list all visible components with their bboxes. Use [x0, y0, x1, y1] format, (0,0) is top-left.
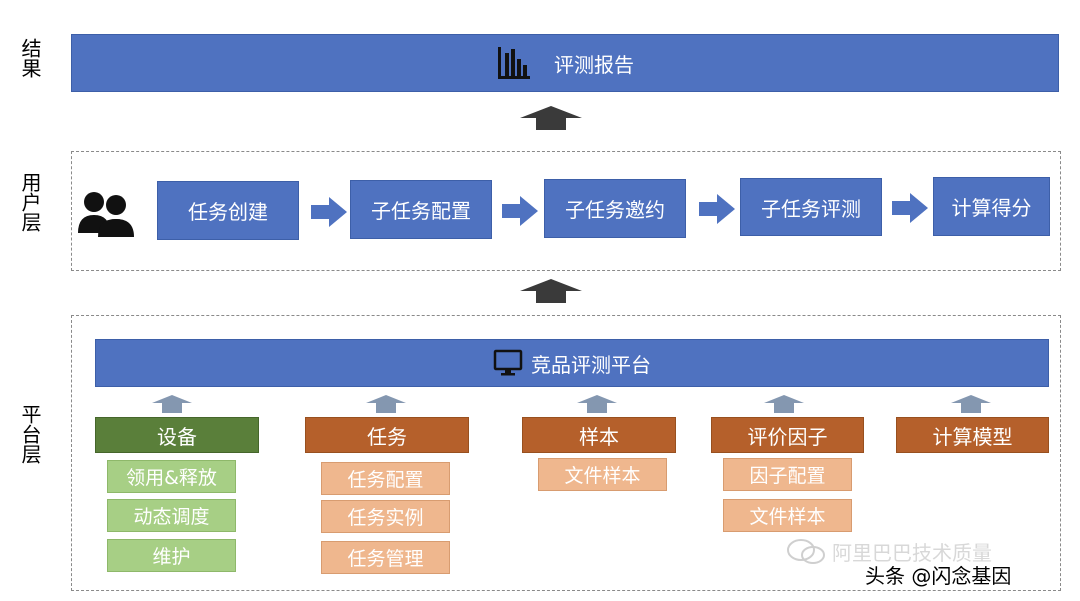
result-report-bar: 评测报告	[71, 34, 1059, 92]
layer-label-user: 用户层	[18, 172, 42, 232]
watermark: 阿里巴巴技术质量	[786, 537, 992, 566]
step-subtask-evaluate: 子任务评测	[740, 178, 882, 236]
device-item-maintenance: 维护	[107, 539, 236, 572]
layer-label-result: 结果	[18, 38, 42, 78]
category-compute-model: 计算模型	[896, 417, 1049, 453]
factor-item-config: 因子配置	[723, 458, 852, 491]
right-arrow-icon	[311, 197, 347, 227]
users-icon	[76, 191, 136, 241]
step-subtask-invite: 子任务邀约	[544, 179, 686, 238]
up-arrow-icon	[366, 395, 406, 413]
up-arrow-icon	[520, 106, 582, 130]
task-item-instance: 任务实例	[321, 500, 450, 533]
wechat-icon	[786, 538, 826, 565]
up-arrow-icon	[577, 395, 617, 413]
task-item-config: 任务配置	[321, 462, 450, 495]
step-compute-score: 计算得分	[933, 177, 1050, 236]
category-task: 任务	[305, 417, 469, 453]
footer-credit: 头条 @闪念基因	[865, 564, 1012, 588]
up-arrow-icon	[764, 395, 804, 413]
up-arrow-icon	[951, 395, 991, 413]
category-device: 设备	[95, 417, 259, 453]
layer-label-platform: 平台层	[18, 404, 42, 464]
step-subtask-config: 子任务配置	[350, 180, 492, 239]
step-task-create: 任务创建	[157, 181, 299, 240]
category-evaluation-factor: 评价因子	[711, 417, 864, 453]
platform-title: 竞品评测平台	[531, 352, 651, 377]
platform-title-bar: 竞品评测平台	[95, 339, 1049, 387]
up-arrow-icon	[520, 279, 582, 303]
bar-chart-icon	[496, 45, 532, 81]
right-arrow-icon	[892, 193, 928, 223]
category-sample: 样本	[522, 417, 676, 453]
factor-item-file-sample: 文件样本	[723, 499, 852, 532]
platform-layer-box	[71, 315, 1061, 591]
sample-item-file: 文件样本	[538, 458, 667, 491]
up-arrow-icon	[152, 395, 192, 413]
result-title: 评测报告	[554, 52, 634, 77]
user-layer-box	[71, 151, 1061, 271]
right-arrow-icon	[699, 194, 735, 224]
watermark-text: 阿里巴巴技术质量	[832, 541, 992, 565]
monitor-icon	[493, 349, 523, 377]
task-item-management: 任务管理	[321, 541, 450, 574]
device-item-checkout-release: 领用&释放	[107, 460, 236, 493]
device-item-dynamic-scheduling: 动态调度	[107, 499, 236, 532]
right-arrow-icon	[502, 196, 538, 226]
